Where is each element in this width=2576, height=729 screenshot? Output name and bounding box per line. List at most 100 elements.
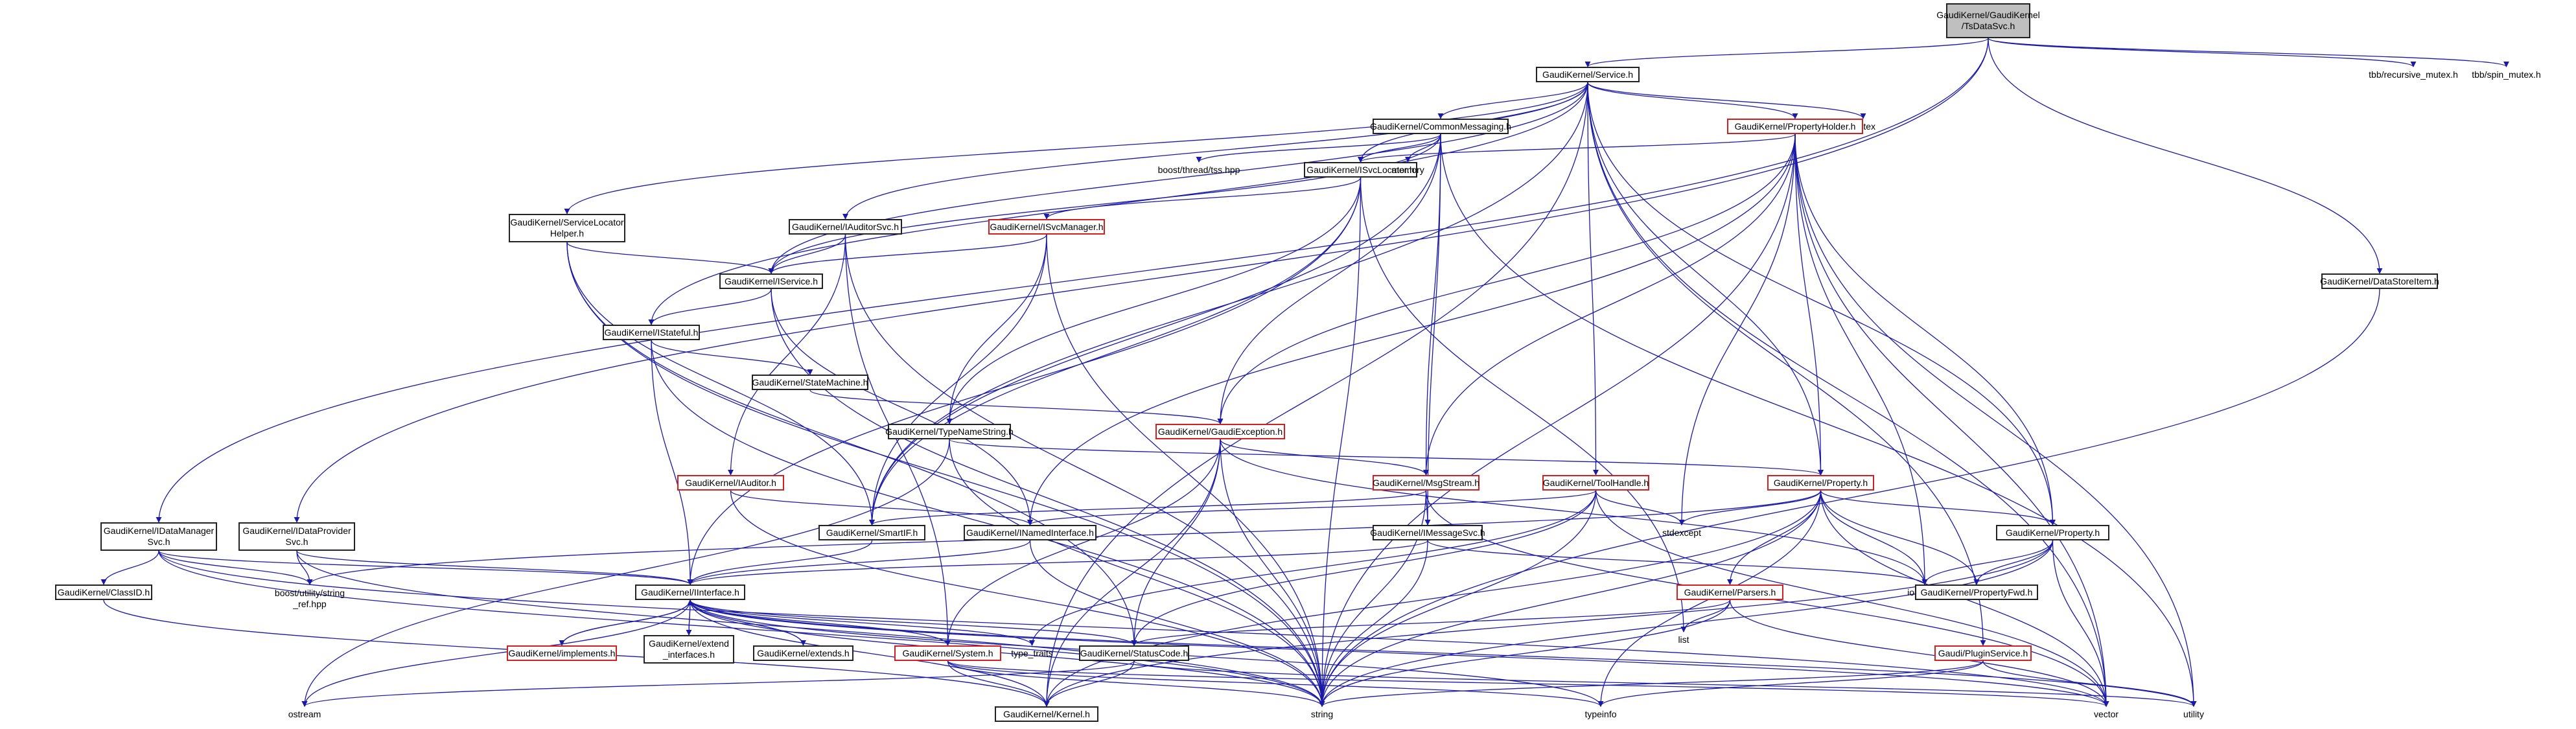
node-iservice[interactable]: GaudiKernel/IService.h [719, 273, 823, 289]
edge-svc-to-iservice [768, 82, 1588, 274]
edge-commsg-to-isvcloc [1357, 133, 1441, 163]
edge-toolhandle-to-inamed [1027, 490, 1597, 526]
node-idatamgr[interactable]: GaudiKernel/IDataManager Svc.h [100, 522, 217, 551]
node-label: GaudiKernel/SmartIF.h [826, 527, 918, 538]
edge-prophold-to-vector [1794, 133, 2109, 707]
edge-prophold-to-property [1794, 133, 1824, 476]
node-isvcloc[interactable]: GaudiKernel/ISvcLocator.h [1304, 162, 1417, 178]
node-svc[interactable]: GaudiKernel/Service.h [1536, 67, 1640, 82]
node-label: GaudiKernel/Property.h [2005, 527, 2100, 538]
edge-propertyh2-to-string [1319, 540, 2054, 707]
edge-root-to-idataprov [294, 38, 1989, 523]
node-typenamestr[interactable]: GaudiKernel/TypeNameString.h [885, 424, 1014, 439]
node-system[interactable]: GaudiKernel/System.h [894, 645, 1001, 661]
node-propfwd[interactable]: GaudiKernel/PropertyFwd.h [1915, 584, 2038, 600]
node-extendint[interactable]: GaudiKernel/extend _interfaces.h [644, 635, 734, 664]
node-iauditorsvc[interactable]: GaudiKernel/IAuditorSvc.h [789, 219, 902, 235]
edge-property-to-iostream [1820, 490, 1928, 585]
node-implements[interactable]: GaudiKernel/implements.h [507, 645, 617, 661]
edge-toolhandle-to-vector [1595, 490, 2109, 707]
node-label: string [1310, 708, 1334, 719]
node-label: GaudiKernel/IDataProvider Svc.h [242, 526, 351, 547]
node-iauditor[interactable]: GaudiKernel/IAuditor.h [677, 475, 784, 491]
node-parsers[interactable]: GaudiKernel/Parsers.h [1677, 584, 1783, 600]
node-classid[interactable]: GaudiKernel/ClassID.h [55, 584, 152, 600]
edge-toolhandle-to-stdexcept [1595, 490, 1685, 526]
node-extends[interactable]: GaudiKernel/extends.h [753, 645, 853, 661]
edge-toolhandle-to-string [1319, 490, 1597, 707]
node-smartif[interactable]: GaudiKernel/SmartIF.h [818, 525, 925, 540]
edge-root-to-svc [1584, 38, 1989, 67]
edge-isvcmgr-to-typenamestr [946, 234, 1047, 424]
node-statemach[interactable]: GaudiKernel/StateMachine.h [752, 375, 868, 390]
edge-iservice-to-istateful [648, 288, 772, 325]
node-label: GaudiKernel/ToolHandle.h [1542, 477, 1649, 488]
edge-isvcloc-to-iinterface [687, 177, 1362, 585]
node-label: GaudiKernel/CommonMessaging.h [1370, 121, 1511, 132]
edge-iservice-to-inamed [771, 288, 1034, 526]
node-label: GaudiKernel/extend _interfaces.h [649, 638, 729, 660]
node-label: stdexcept [1662, 527, 1701, 538]
node-utility: utility [2174, 706, 2213, 722]
edge-parsers-to-list [1680, 599, 1731, 632]
node-label: GaudiKernel/System.h [902, 647, 993, 658]
edge-smartif-to-iinterface [687, 540, 873, 585]
node-imsgsvc[interactable]: GaudiKernel/IMessageSvc.h [1370, 525, 1485, 540]
node-label: GaudiKernel/implements.h [508, 647, 616, 658]
node-label: GaudiKernel/Parsers.h [1684, 586, 1776, 597]
edge-isvcmgr-to-string [1046, 234, 1325, 707]
node-prophold[interactable]: GaudiKernel/PropertyHolder.h [1727, 119, 1863, 134]
edge-idataprov-to-string [296, 550, 1325, 707]
edge-gaudiexc-to-iostream [1220, 439, 1928, 585]
edge-root-to-idatamgr [156, 38, 1989, 523]
edge-datastoreitem-to-string [1319, 288, 2380, 707]
edge-prophold-to-string [1319, 133, 1796, 707]
node-boostref: boost/utility/string _ref.hpp [264, 584, 355, 613]
edge-property-to-propfwd [1820, 490, 1980, 585]
edge-typenamestr-to-ostream [301, 439, 950, 707]
node-gaudiexc[interactable]: GaudiKernel/GaudiException.h [1155, 424, 1285, 439]
edge-iauditorsvc-to-string [844, 234, 1325, 707]
edge-extends-to-iinterface [687, 599, 804, 646]
edge-inamed-to-string [1029, 540, 1325, 707]
edge-imsgsvc-to-string [1319, 540, 1428, 707]
edge-prophold-to-propertyh2 [1794, 133, 2056, 526]
node-label: GaudiKernel/GaudiKernel /TsDataSvc.h [1936, 10, 2040, 31]
edge-propertyh2-to-iostream [1921, 540, 2054, 585]
edge-prophold-to-iostream [1794, 133, 1928, 585]
edge-pluginsvc-to-string [1319, 660, 1984, 707]
node-label: GaudiKernel/IService.h [725, 275, 818, 286]
node-svclochelp[interactable]: GaudiKernel/ServiceLocator Helper.h [509, 214, 625, 242]
edge-isvcloc-to-isvcmgr [1043, 177, 1362, 220]
node-inamed[interactable]: GaudiKernel/INamedInterface.h [964, 525, 1097, 540]
node-label: GaudiKernel/MsgStream.h [1373, 477, 1479, 488]
node-statuscode[interactable]: GaudiKernel/StatusCode.h [1079, 645, 1189, 661]
node-toolhandle[interactable]: GaudiKernel/ToolHandle.h [1542, 475, 1649, 491]
node-property[interactable]: GaudiKernel/Property.h [1767, 475, 1874, 491]
edge-pluginsvc-to-typeinfo [1597, 660, 1984, 707]
node-idataprov[interactable]: GaudiKernel/IDataProvider Svc.h [238, 522, 355, 551]
edge-commsg-to-iservice [768, 133, 1441, 274]
edge-svc-to-istateful [648, 82, 1588, 325]
edge-svc-to-vector [1587, 82, 2109, 707]
node-isvcmgr[interactable]: GaudiKernel/ISvcManager.h [988, 219, 1105, 235]
node-pluginsvc[interactable]: Gaudi/PluginService.h [1934, 645, 2032, 661]
edge-iauditorsvc-to-iauditor [727, 234, 846, 476]
edge-svc-to-property [1587, 82, 1824, 476]
edge-property-to-stdexcept [1678, 490, 1822, 526]
edge-svclochelp-to-smartif [566, 242, 876, 526]
node-istateful[interactable]: GaudiKernel/IStateful.h [603, 325, 700, 340]
edge-istateful-to-iinterface [651, 340, 693, 585]
node-propertyh2[interactable]: GaudiKernel/Property.h [1996, 525, 2109, 540]
node-string: string [1303, 706, 1341, 722]
node-msgstream[interactable]: GaudiKernel/MsgStream.h [1373, 475, 1479, 491]
node-iinterface[interactable]: GaudiKernel/IInterface.h [635, 584, 745, 600]
node-kernel[interactable]: GaudiKernel/Kernel.h [995, 706, 1098, 722]
node-commsg[interactable]: GaudiKernel/CommonMessaging.h [1370, 119, 1511, 134]
node-root[interactable]: GaudiKernel/GaudiKernel /TsDataSvc.h [1936, 3, 2040, 38]
node-label: Gaudi/PluginService.h [1938, 647, 2028, 658]
node-label: typeinfo [1584, 708, 1617, 719]
node-typetraits: type_traits [1001, 645, 1063, 661]
edge-typenamestr-to-string [949, 439, 1325, 707]
node-datastoreitem[interactable]: GaudiKernel/DataStoreItem.h [2320, 273, 2439, 289]
